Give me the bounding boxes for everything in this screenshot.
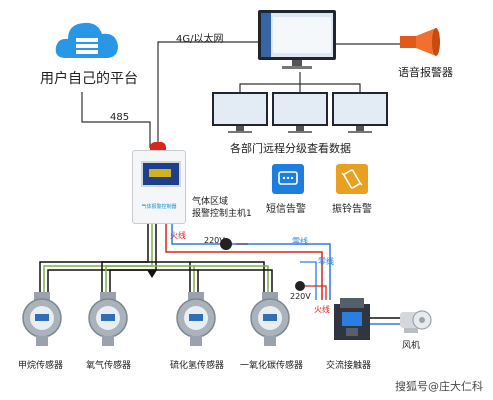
fan-icon <box>398 306 432 336</box>
sensor-label: 甲烷传感器 <box>18 361 64 371</box>
neutral-wire-label-2: 零线 <box>318 257 334 266</box>
contactor-icon <box>332 298 372 344</box>
controller-label-line1: 气体区域 <box>192 197 229 207</box>
voltage-label-1: 220V <box>204 236 225 245</box>
network-link-label: 4G/以太网 <box>176 34 224 45</box>
vibration-alarm-icon <box>336 164 368 194</box>
alarm-speaker-label: 语音报警器 <box>398 66 453 79</box>
dept-monitor-3 <box>332 92 388 134</box>
sms-alarm-icon <box>272 164 304 194</box>
rs485-label: 485 <box>110 112 130 123</box>
co-sensor-icon <box>246 292 294 346</box>
controller-panel-title: 气体报警控制器 <box>141 204 177 210</box>
sensor-label: 硫化氢传感器 <box>170 361 225 371</box>
fan-label: 风机 <box>402 341 421 351</box>
dept-monitor-2 <box>272 92 328 134</box>
voltage-label-2: 220V <box>290 292 311 301</box>
alarm-speaker-icon <box>398 26 444 58</box>
vibration-alarm-label: 振铃告警 <box>332 204 372 215</box>
platform-label: 用户自己的平台 <box>40 71 138 87</box>
h2s-sensor-icon <box>172 292 220 346</box>
methane-sensor-icon <box>18 292 66 346</box>
rs485-line <box>81 92 151 148</box>
dept-monitor-1 <box>212 92 268 134</box>
sensor-bus <box>39 222 273 292</box>
power-wiring <box>165 222 400 325</box>
controller-label-line2: 报警控制主机1 <box>192 209 252 219</box>
dept-monitors-label: 各部门远程分级查看数据 <box>230 142 351 155</box>
live-wire-label-2: 火线 <box>314 305 330 314</box>
cloud-platform-icon <box>52 14 122 64</box>
main-monitor <box>258 10 336 70</box>
sms-alarm-label: 短信告警 <box>266 204 306 215</box>
watermark: 搜狐号@庄大仁科 <box>395 380 483 393</box>
oxygen-sensor-icon <box>84 292 132 346</box>
network-line <box>157 41 258 148</box>
sensor-label: 氧气传感器 <box>86 361 132 371</box>
live-wire-label: 火线 <box>170 231 186 240</box>
sensor-label: 一氧化碳传感器 <box>240 361 304 371</box>
contactor-label: 交流接触器 <box>326 361 372 371</box>
neutral-wire-label-1: 零线 <box>292 237 308 246</box>
controller-device: 气体报警控制器 <box>132 142 186 224</box>
